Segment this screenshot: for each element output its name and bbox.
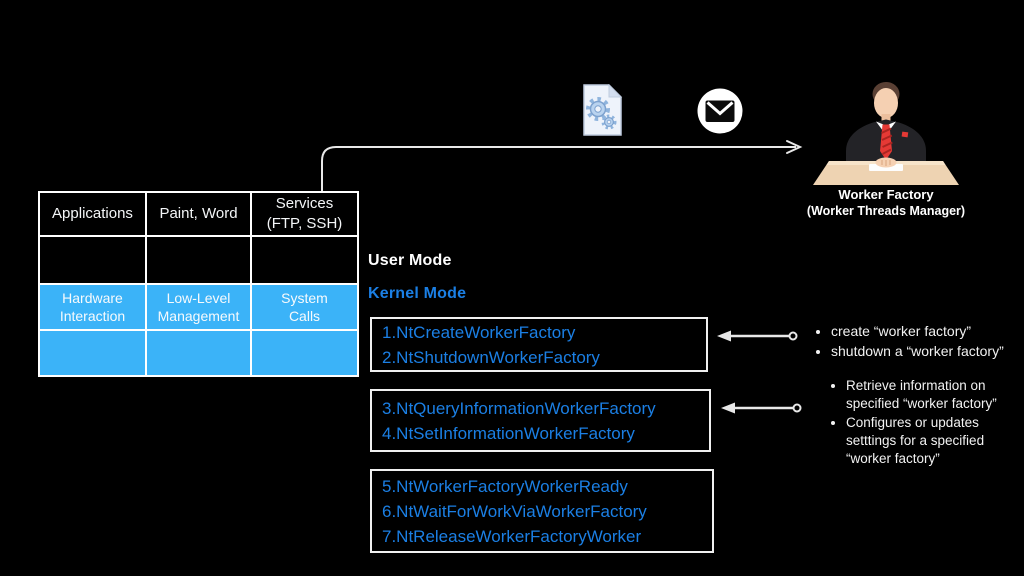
worker-factory-subtitle: (Worker Threads Manager) bbox=[806, 204, 966, 218]
table-header-services: Services (FTP, SSH) bbox=[251, 192, 358, 236]
notes-create-shutdown: create “worker factory” shutdown a “work… bbox=[816, 322, 1024, 362]
table-header-applications: Applications bbox=[39, 192, 146, 236]
person-face bbox=[874, 88, 898, 118]
gear-small bbox=[601, 114, 617, 130]
syscall-item: 4.NtSetInformationWorkerFactory bbox=[382, 423, 635, 443]
person-fingers bbox=[881, 160, 891, 166]
syscall-box-query-set: 3.NtQueryInformationWorkerFactory 4.NtSe… bbox=[370, 389, 711, 452]
table-empty-cell bbox=[251, 236, 358, 284]
table-empty-blue-cell bbox=[146, 330, 251, 376]
syscall-item: 5.NtWorkerFactoryWorkerReady bbox=[382, 476, 628, 496]
gear-document-icon bbox=[583, 84, 623, 136]
envelope-icon bbox=[697, 88, 743, 134]
kernel-mode-label: Kernel Mode bbox=[368, 285, 467, 302]
table-empty-blue-cell bbox=[39, 330, 146, 376]
table-empty-blue-cell bbox=[251, 330, 358, 376]
table-cell-system-calls: System Calls bbox=[251, 284, 358, 330]
person-neck bbox=[881, 114, 891, 123]
table-header-paint-word: Paint, Word bbox=[146, 192, 251, 236]
table-cell-hardware-interaction: Hardware Interaction bbox=[39, 284, 146, 330]
note-bullet: Retrieve information on specified “worke… bbox=[846, 377, 1019, 413]
table-empty-cell bbox=[39, 236, 146, 284]
syscall-item: 6.NtWaitForWorkViaWorkerFactory bbox=[382, 501, 647, 521]
worker-factory-manager-figure bbox=[813, 82, 959, 185]
syscall-box-create-shutdown: 1.NtCreateWorkerFactory 2.NtShutdownWork… bbox=[370, 317, 708, 372]
table-to-worker-arrow bbox=[321, 140, 803, 191]
os-layers-table: Applications Paint, Word Services (FTP, … bbox=[38, 191, 359, 377]
table-empty-cell bbox=[146, 236, 251, 284]
note2-to-box2-arrow bbox=[721, 402, 802, 414]
notes-query-set: Retrieve information on specified “worke… bbox=[831, 377, 1019, 469]
person-tie-stripes bbox=[881, 127, 893, 155]
person-pocket-square bbox=[901, 131, 909, 138]
syscall-item: 7.NtReleaseWorkerFactoryWorker bbox=[382, 526, 642, 546]
desk bbox=[813, 161, 959, 185]
syscall-box-worker-ops: 5.NtWorkerFactoryWorkerReady 6.NtWaitFor… bbox=[370, 469, 714, 553]
note-bullet: create “worker factory” bbox=[831, 322, 1024, 341]
note-bullet: shutdown a “worker factory” bbox=[831, 342, 1024, 361]
syscall-item: 3.NtQueryInformationWorkerFactory bbox=[382, 398, 656, 418]
gear-large bbox=[586, 97, 610, 121]
user-mode-label: User Mode bbox=[368, 252, 452, 269]
syscall-item: 2.NtShutdownWorkerFactory bbox=[382, 347, 600, 367]
note1-to-box1-arrow bbox=[717, 330, 798, 342]
worker-factory-caption: Worker Factory (Worker Threads Manager) bbox=[795, 186, 977, 219]
table-cell-low-level-management: Low-Level Management bbox=[146, 284, 251, 330]
note-bullet: Configures or updates setttings for a sp… bbox=[846, 414, 1019, 468]
syscall-item: 1.NtCreateWorkerFactory bbox=[382, 322, 576, 342]
worker-factory-title: Worker Factory bbox=[838, 187, 934, 202]
